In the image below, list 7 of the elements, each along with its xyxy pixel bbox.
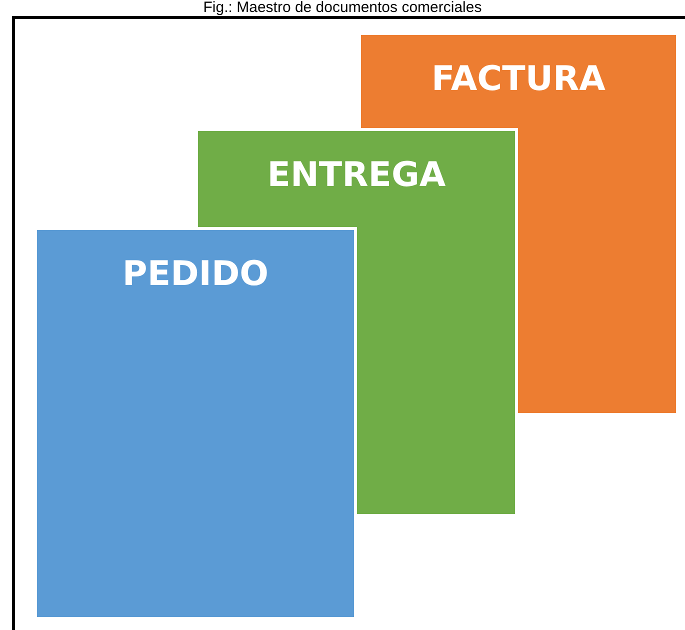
card-title: FACTURA [430, 59, 606, 99]
document-card [34, 227, 357, 617]
figure-title: Fig.: Maestro de documentos comerciales [202, 0, 483, 16]
card-title: PEDIDO [121, 254, 270, 294]
document-card [358, 32, 679, 128]
document-card [195, 128, 518, 227]
card-title: ENTREGA [266, 155, 447, 195]
